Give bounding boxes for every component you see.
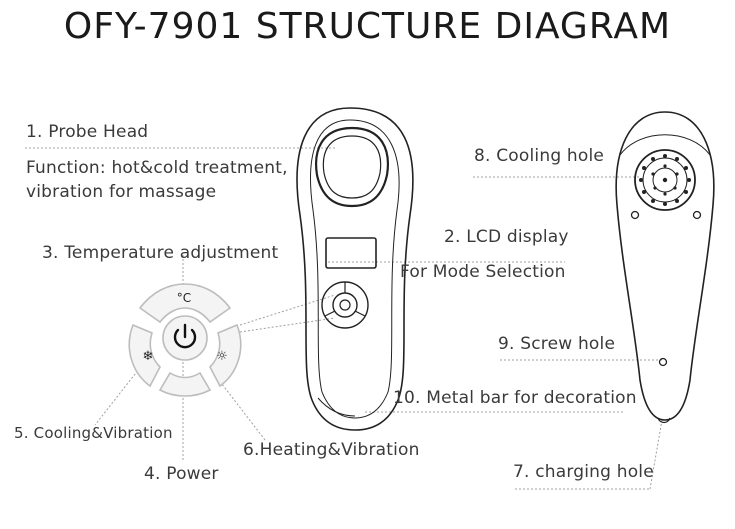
leader-mode-upper	[239, 294, 336, 326]
label-charging-hole: 7. charging hole	[513, 462, 654, 482]
power-icon	[173, 323, 197, 349]
label-power: 4. Power	[144, 464, 219, 484]
grille-dot	[653, 186, 657, 190]
control-ring-center	[339, 299, 351, 311]
grille-dot	[651, 157, 655, 161]
sun-icon: ☼	[216, 349, 228, 364]
snowflake-glyph: ❄	[143, 349, 154, 364]
cooling-grille-dots	[639, 154, 691, 206]
front-body-outline	[296, 107, 414, 431]
sun-glyph: ☼	[216, 349, 228, 364]
grille-dot	[662, 177, 668, 183]
grille-dot	[639, 178, 643, 182]
metal-bar	[317, 397, 356, 417]
diagram-title: OFY-7901 STRUCTURE DIAGRAM	[63, 6, 672, 47]
back-hole-left	[630, 210, 640, 220]
grille-dot	[675, 172, 679, 176]
probe-head-inner	[322, 135, 382, 199]
control-ring-inner	[332, 292, 358, 318]
control-divider-right	[354, 310, 366, 317]
cooling-vibration-button	[128, 323, 161, 388]
control-panel-zoom	[128, 283, 242, 397]
grille-dot	[675, 157, 679, 161]
grille-dot	[675, 199, 679, 203]
label-screw-hole: 9. Screw hole	[498, 334, 616, 354]
label-cooling-vibration: 5. Cooling&Vibration	[14, 424, 173, 442]
heating-vibration-button	[209, 323, 242, 388]
power-icon-arc	[173, 328, 197, 349]
label-lcd-display: 2. LCD display	[444, 227, 569, 247]
back-top-edge	[619, 134, 711, 156]
grille-dot	[684, 190, 688, 194]
grille-dot	[673, 186, 677, 190]
cooling-grille	[634, 149, 696, 211]
front-body-inner	[310, 119, 400, 419]
lcd-display	[325, 237, 377, 269]
celsius-glyph: °C	[177, 291, 191, 305]
probe-head-outer	[315, 126, 389, 208]
grille-dot	[651, 199, 655, 203]
label-function-line1: Function: hot&cold treatment,	[26, 158, 288, 178]
grille-dot	[687, 178, 691, 182]
bottom-arc	[158, 371, 212, 397]
label-metal-bar: 10. Metal bar for decoration	[393, 388, 637, 408]
leader-heating-vibration	[214, 374, 266, 441]
leader-lines	[25, 147, 663, 490]
label-probe-head: 1. Probe Head	[26, 122, 149, 142]
back-hole-right	[692, 210, 702, 220]
back-device	[615, 111, 715, 424]
grille-dot	[663, 192, 667, 196]
grille-dot	[642, 166, 646, 170]
temperature-button	[138, 283, 232, 324]
screw-hole	[658, 357, 668, 367]
grille-dot	[663, 202, 667, 206]
label-mode-selection: For Mode Selection	[400, 262, 566, 282]
grille-dot	[663, 154, 667, 158]
leader-mode-lower	[239, 317, 336, 333]
label-function-line2: vibration for massage	[26, 182, 217, 202]
celsius-icon: °C	[177, 291, 191, 305]
label-temperature-adjustment: 3. Temperature adjustment	[42, 243, 279, 263]
label-cooling-hole: 8. Cooling hole	[474, 146, 605, 166]
charging-hole	[657, 417, 671, 424]
label-heating-vibration: 6.Heating&Vibration	[243, 440, 420, 460]
grille-dot	[642, 190, 646, 194]
control-divider-left	[324, 310, 336, 317]
grille-dot	[651, 172, 655, 176]
grille-dot	[684, 166, 688, 170]
grille-dot	[663, 164, 667, 168]
front-device	[296, 107, 414, 431]
cooling-grille-core	[652, 167, 678, 193]
leader-cooling-vibration	[94, 354, 151, 426]
back-body-outline	[615, 111, 715, 421]
snowflake-icon: ❄	[143, 349, 154, 364]
